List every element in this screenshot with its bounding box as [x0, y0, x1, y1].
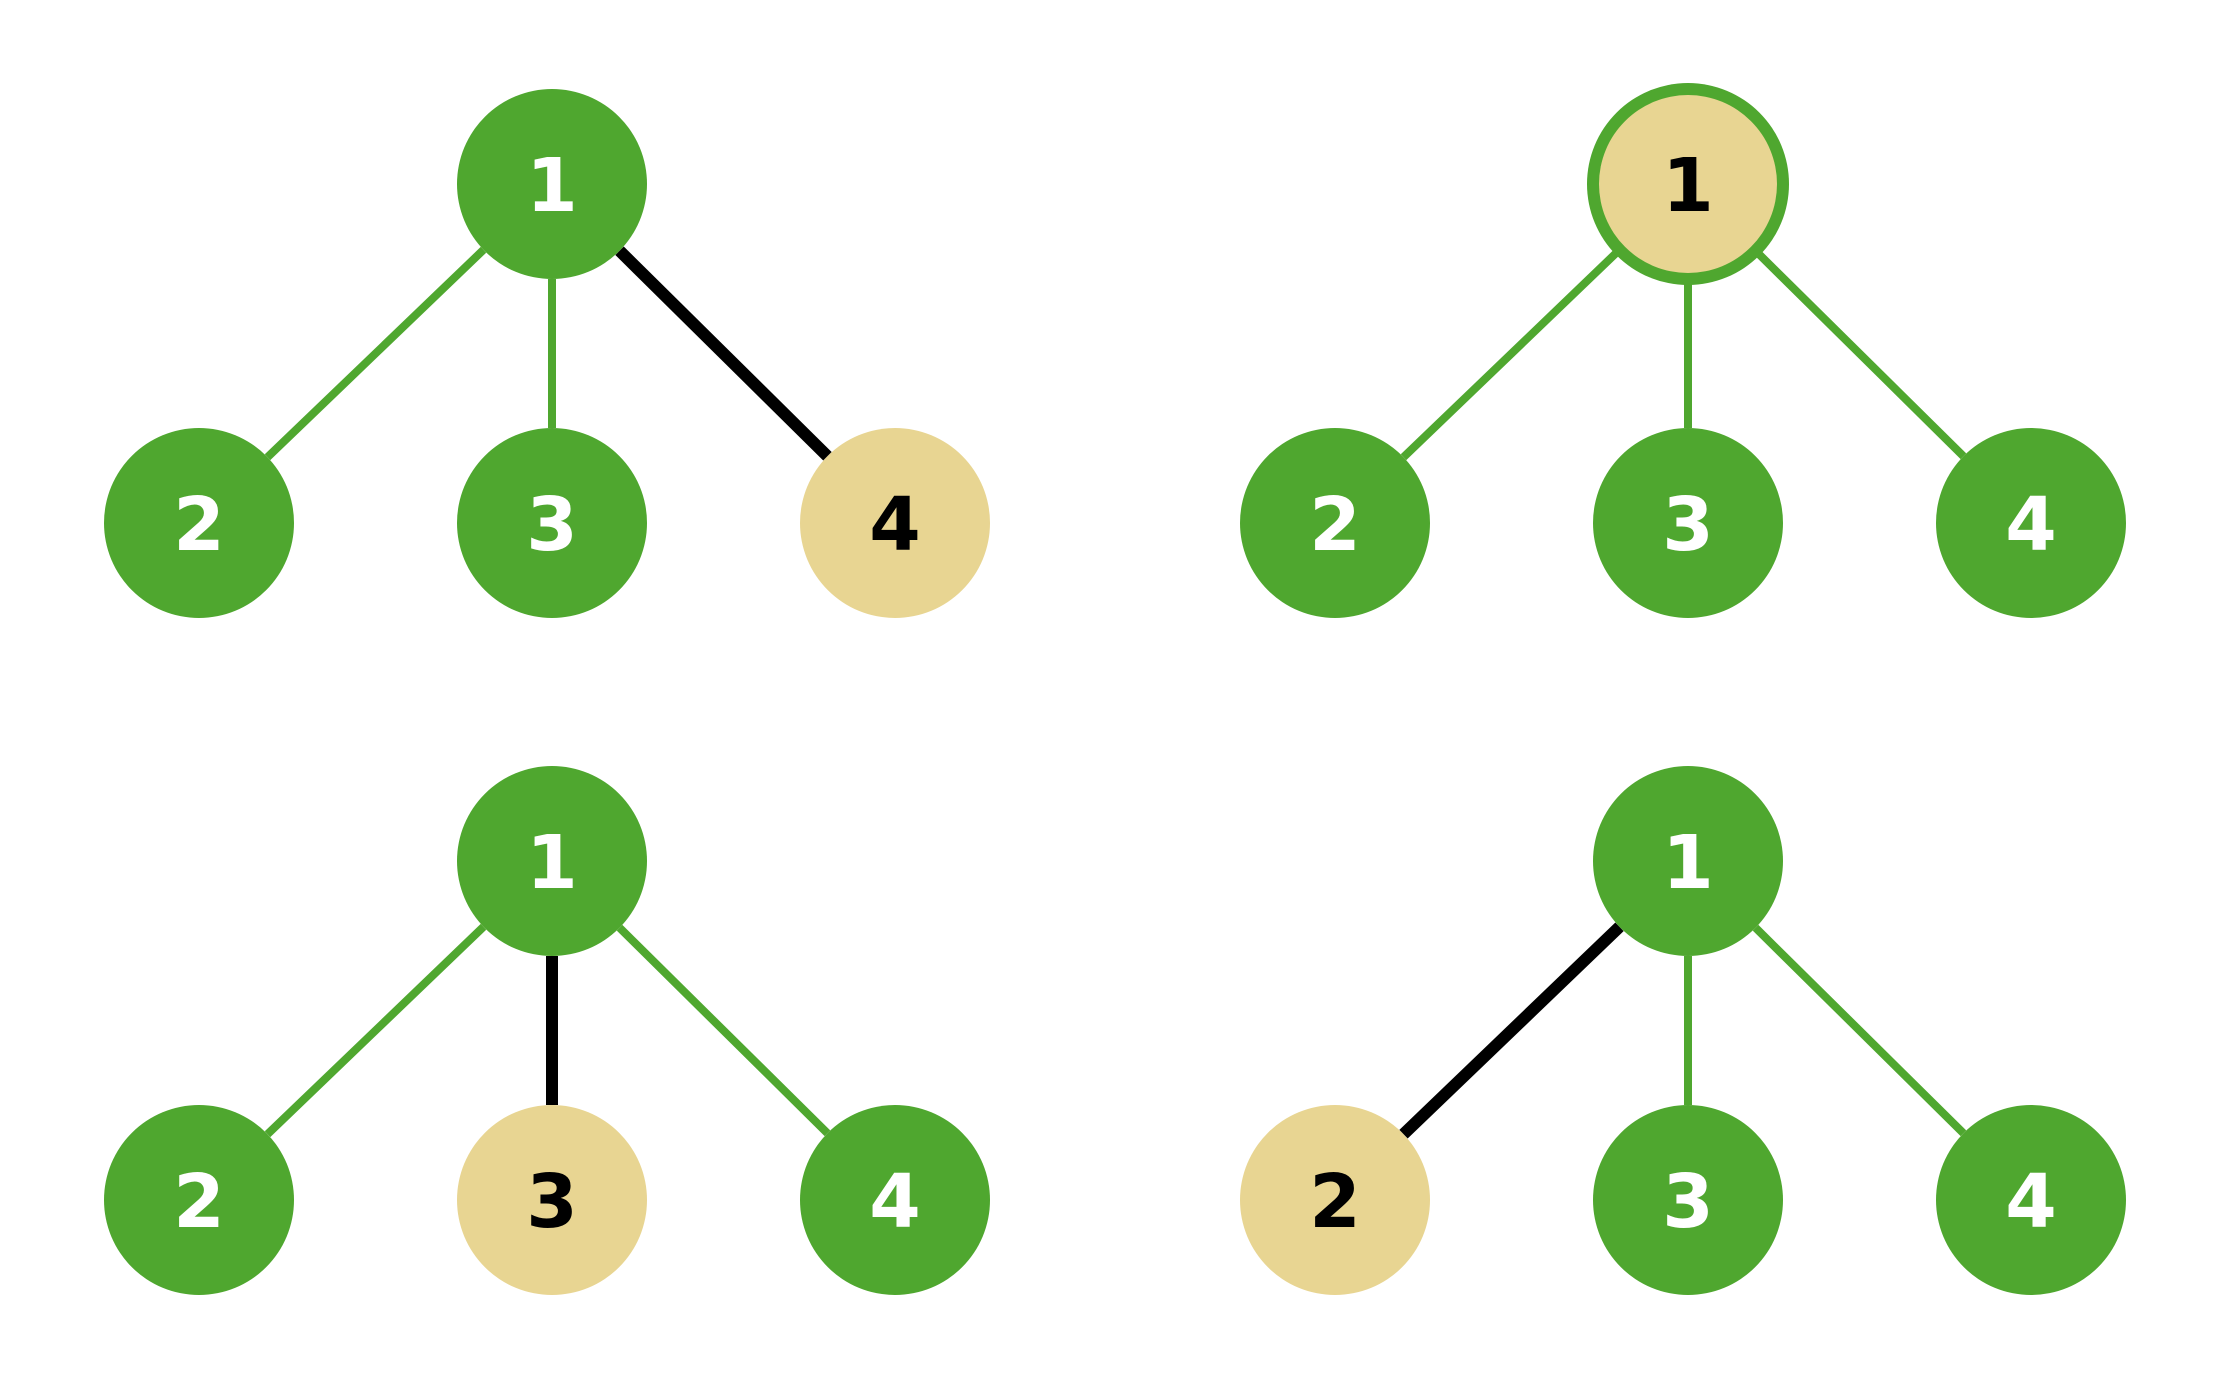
root-node-circle [1593, 766, 1783, 956]
child-node-4-label: 4 [2005, 1159, 2057, 1245]
child-node-2: 2 [1240, 1105, 1430, 1295]
edge-1-2 [264, 246, 487, 461]
tree-diagram-1: 1 2 3 4 [104, 89, 990, 618]
child-node-2-circle [1240, 1105, 1430, 1295]
root-node: 1 [457, 766, 647, 956]
child-node-2-circle [104, 1105, 294, 1295]
child-node-4-circle [1936, 428, 2126, 618]
root-node: 1 [1593, 766, 1783, 956]
child-node-2-label: 2 [173, 482, 225, 568]
edge-1-4 [616, 924, 831, 1137]
child-node-3-circle [457, 428, 647, 618]
child-node-4: 4 [1936, 428, 2126, 618]
child-node-2-label: 2 [1309, 482, 1361, 568]
tree-diagram-3: 1 2 3 4 [104, 766, 990, 1295]
root-node-label: 1 [526, 820, 578, 906]
child-node-2-label: 2 [1309, 1159, 1361, 1245]
child-node-4: 4 [800, 1105, 990, 1295]
child-node-4: 4 [800, 428, 990, 618]
child-node-4: 4 [1936, 1105, 2126, 1295]
edge-1-2 [1400, 246, 1623, 461]
child-node-3-label: 3 [1662, 1159, 1714, 1245]
edge-1-2-highlighted [1399, 922, 1624, 1139]
edge-1-2 [264, 923, 487, 1138]
root-node-circle [457, 89, 647, 279]
child-node-3-circle [1593, 428, 1783, 618]
root-node: 1 [457, 89, 647, 279]
edge-1-4 [1752, 924, 1967, 1137]
child-node-3: 3 [1593, 428, 1783, 618]
root-node: 1 [1587, 83, 1789, 285]
child-node-2-circle [1240, 428, 1430, 618]
child-node-3-label: 3 [526, 482, 578, 568]
child-node-3-circle [1593, 1105, 1783, 1295]
child-node-2-circle [104, 428, 294, 618]
child-node-2: 2 [104, 428, 294, 618]
child-node-4-label: 4 [869, 482, 921, 568]
child-node-3-label: 3 [1662, 482, 1714, 568]
root-node-circle [1599, 95, 1777, 273]
child-node-4-circle [800, 1105, 990, 1295]
child-node-4-circle [800, 428, 990, 618]
edge-1-4 [1752, 247, 1967, 460]
tree-diagram-4: 1 2 3 4 [1240, 766, 2126, 1295]
tree-diagram-2: 1 2 3 4 [1240, 83, 2126, 618]
child-node-4-label: 4 [869, 1159, 921, 1245]
child-node-3-label: 3 [526, 1159, 578, 1245]
child-node-3: 3 [457, 428, 647, 618]
child-node-2: 2 [104, 1105, 294, 1295]
child-node-2-label: 2 [173, 1159, 225, 1245]
root-node-label: 1 [526, 143, 578, 229]
child-node-3: 3 [1593, 1105, 1783, 1295]
edge-1-4-highlighted [615, 246, 832, 461]
root-node-label: 1 [1662, 143, 1714, 229]
child-node-3-circle [457, 1105, 647, 1295]
root-node-circle [457, 766, 647, 956]
root-node-label: 1 [1662, 820, 1714, 906]
child-node-2: 2 [1240, 428, 1430, 618]
child-node-3: 3 [457, 1105, 647, 1295]
child-node-4-label: 4 [2005, 482, 2057, 568]
child-node-4-circle [1936, 1105, 2126, 1295]
